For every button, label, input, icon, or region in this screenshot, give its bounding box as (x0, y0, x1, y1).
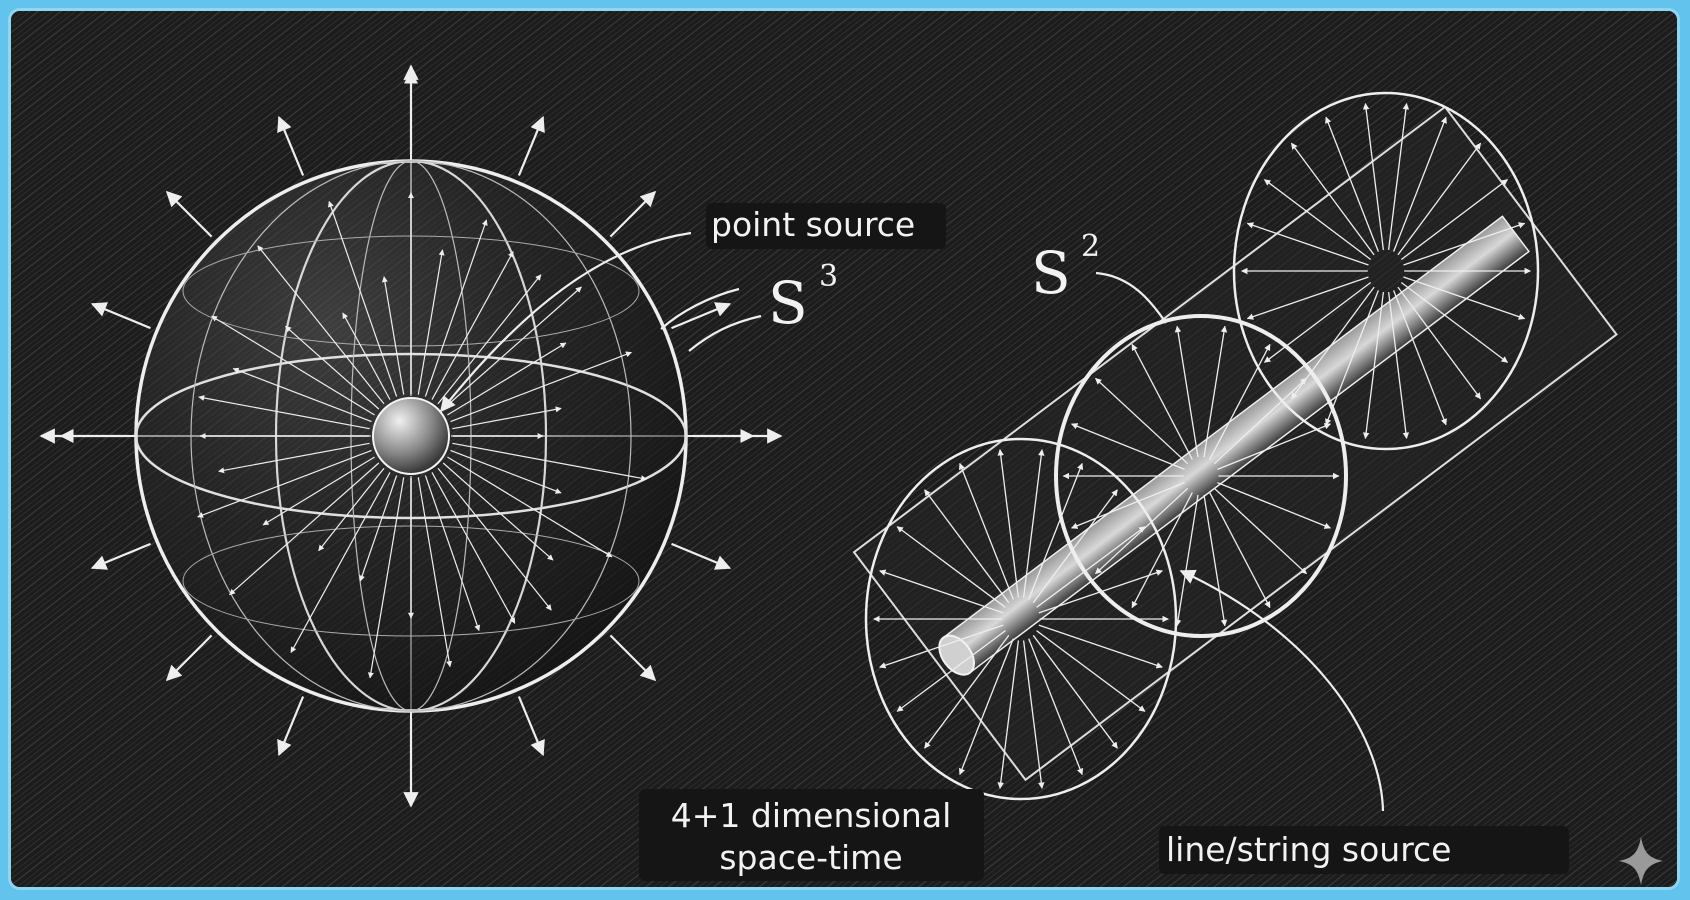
point-source-label: point source (711, 205, 915, 244)
s3-symbol: S (768, 269, 808, 337)
s2-exponent: 2 (1081, 229, 1100, 264)
s2-symbol: S (1031, 239, 1071, 307)
s3-exponent: 3 (819, 259, 838, 294)
spacetime-label-line1: 4+1 dimensional (671, 796, 951, 835)
diagram-canvas: point source S 3 S 2 line/string source … (11, 11, 1677, 887)
point-source-ball (373, 398, 449, 474)
spacetime-label-line2: space-time (719, 838, 902, 877)
diagram-frame: point source S 3 S 2 line/string source … (8, 8, 1680, 890)
line-source-label: line/string source (1166, 830, 1451, 869)
